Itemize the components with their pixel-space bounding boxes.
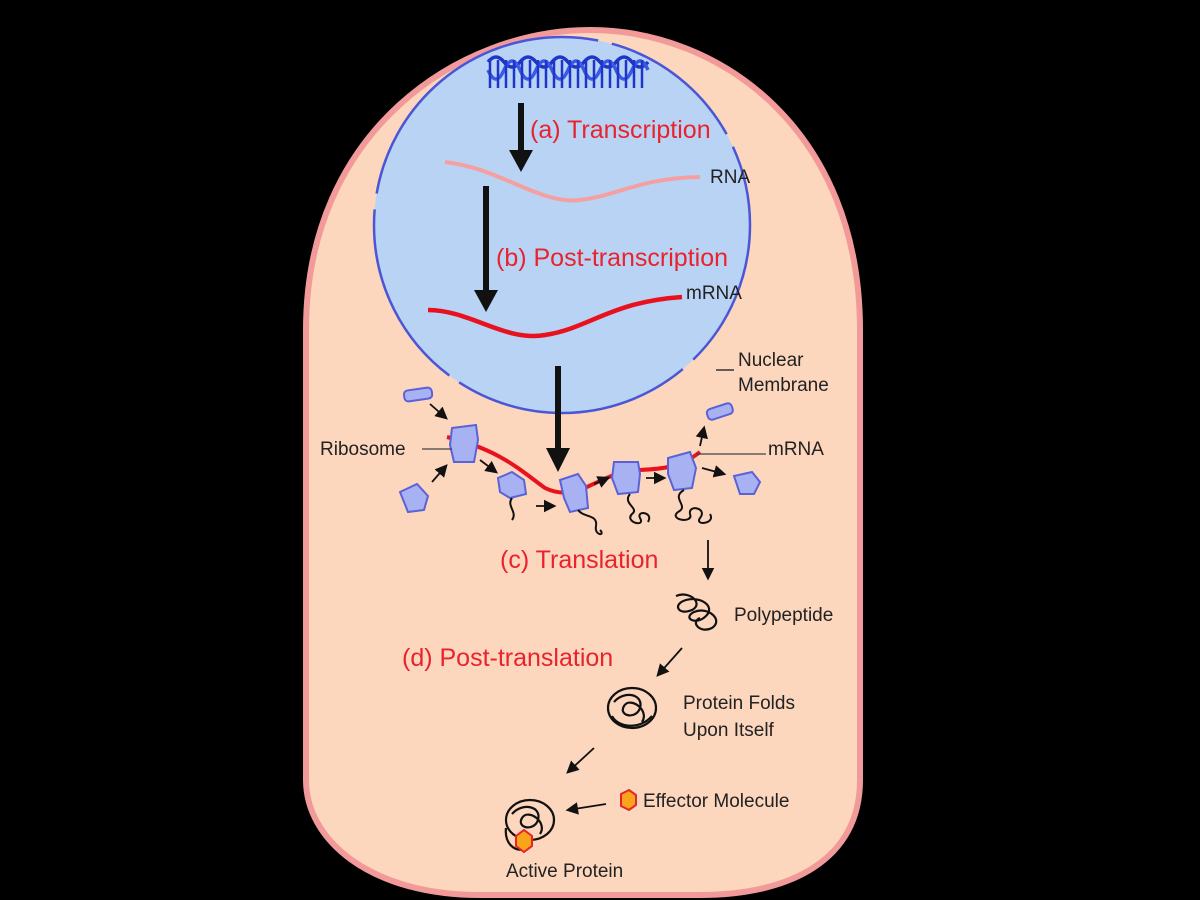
step-translation: (c) Translation [500,546,659,574]
ribosome-movement-arrows [429,403,727,815]
step-post-translation: (d) Post-translation [402,644,614,672]
bound-effector-molecule [515,828,533,854]
mrna-strand-nucleus [427,294,683,339]
ribosome-bound [448,423,480,463]
label-pointers [422,448,766,455]
ribosome-bound [667,450,698,492]
dna-helix [486,55,650,88]
label-rna: RNA [710,167,751,188]
label-active-protein: Active Protein [506,861,624,882]
ribosome-bound [558,472,590,514]
ribosome-bound [496,470,528,500]
label-effector-molecule: Effector Molecule [643,791,790,812]
active-protein-shape [504,798,556,854]
label-ribosome: Ribosome [320,439,406,460]
polypeptide-shape [675,593,718,631]
ribosome-free [398,482,430,514]
ribosome-free [402,386,434,403]
label-protein-folds: Protein Folds Upon Itself [683,691,795,744]
label-nuclear-membrane: Nuclear Membrane [738,349,829,398]
ribosome-free [732,470,762,495]
label-protein-folds-line1: Protein Folds [683,693,795,714]
label-polypeptide: Polypeptide [734,605,834,626]
label-protein-folds-line2: Upon Itself [683,719,774,741]
nucleus [372,35,752,415]
label-mrna-nucleus: mRNA [686,283,742,304]
rna-strand [444,160,701,203]
label-nuclear-membrane-line1: Nuclear [738,350,804,371]
ribosome-free [705,402,734,421]
ribosomes [398,386,762,514]
step-transcription: (a) Transcription [530,116,711,144]
label-mrna-cytoplasm: mRNA [768,439,824,460]
polypeptide-chains [509,489,713,536]
effector-molecule-icon [620,788,637,812]
flow-arrows [474,103,570,472]
label-nuclear-membrane-line2: Membrane [738,374,829,396]
step-post-transcription: (b) Post-transcription [496,244,729,272]
folded-protein-shape [606,686,658,730]
ribosome-bound [610,461,642,496]
